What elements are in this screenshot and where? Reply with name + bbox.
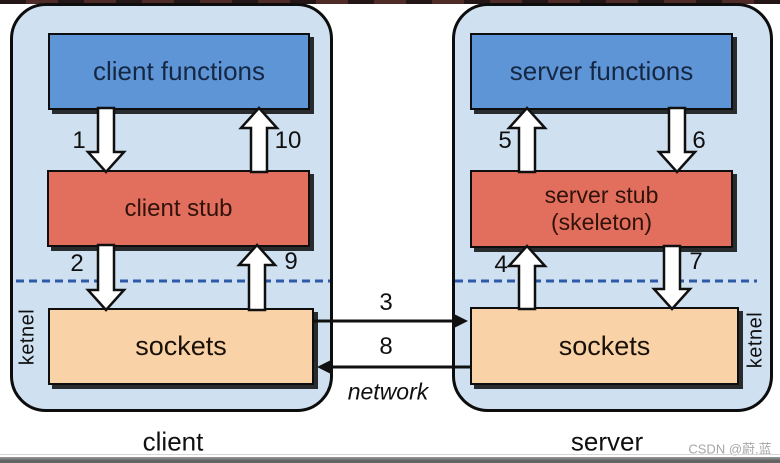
client-functions-box: client functions: [48, 33, 310, 110]
arrow-1-label: 1: [72, 127, 86, 154]
server-caption: server: [570, 426, 644, 457]
arrow-6-label: 6: [692, 127, 706, 154]
arrow-8-label: 8: [379, 333, 393, 360]
client-stub-box: client stub: [47, 170, 310, 247]
client-caption: client: [142, 426, 204, 457]
arrow-4-label: 4: [494, 251, 508, 278]
server-functions-box: server functions: [470, 33, 733, 110]
server-sockets-box: sockets: [470, 307, 739, 385]
arrow-10-label: 10: [274, 127, 302, 154]
kernel-label-right: ketnel: [744, 311, 767, 369]
arrow-9-label: 9: [284, 248, 298, 275]
bottom-edge-strip: [0, 457, 780, 463]
network-label: network: [347, 378, 429, 405]
server-sockets-label: sockets: [558, 330, 651, 361]
server-stub-label: server stub (skeleton): [544, 181, 659, 235]
kernel-label-left: ketnel: [16, 308, 39, 366]
server-stub-box: server stub (skeleton): [470, 170, 733, 248]
arrow-7-label: 7: [689, 248, 703, 275]
top-edge-strip: [0, 0, 780, 4]
client-functions-label: client functions: [93, 56, 265, 86]
bottom-hairline: [0, 454, 780, 455]
arrow-5-label: 5: [498, 127, 512, 154]
client-sockets-box: sockets: [48, 308, 314, 385]
client-sockets-label: sockets: [135, 331, 227, 361]
client-stub-label: client stub: [124, 194, 233, 222]
arrow-2-label: 2: [70, 250, 84, 277]
arrow-3-label: 3: [379, 289, 393, 316]
server-functions-label: server functions: [509, 56, 694, 86]
watermark: CSDN @蔚.蓝: [688, 441, 772, 457]
